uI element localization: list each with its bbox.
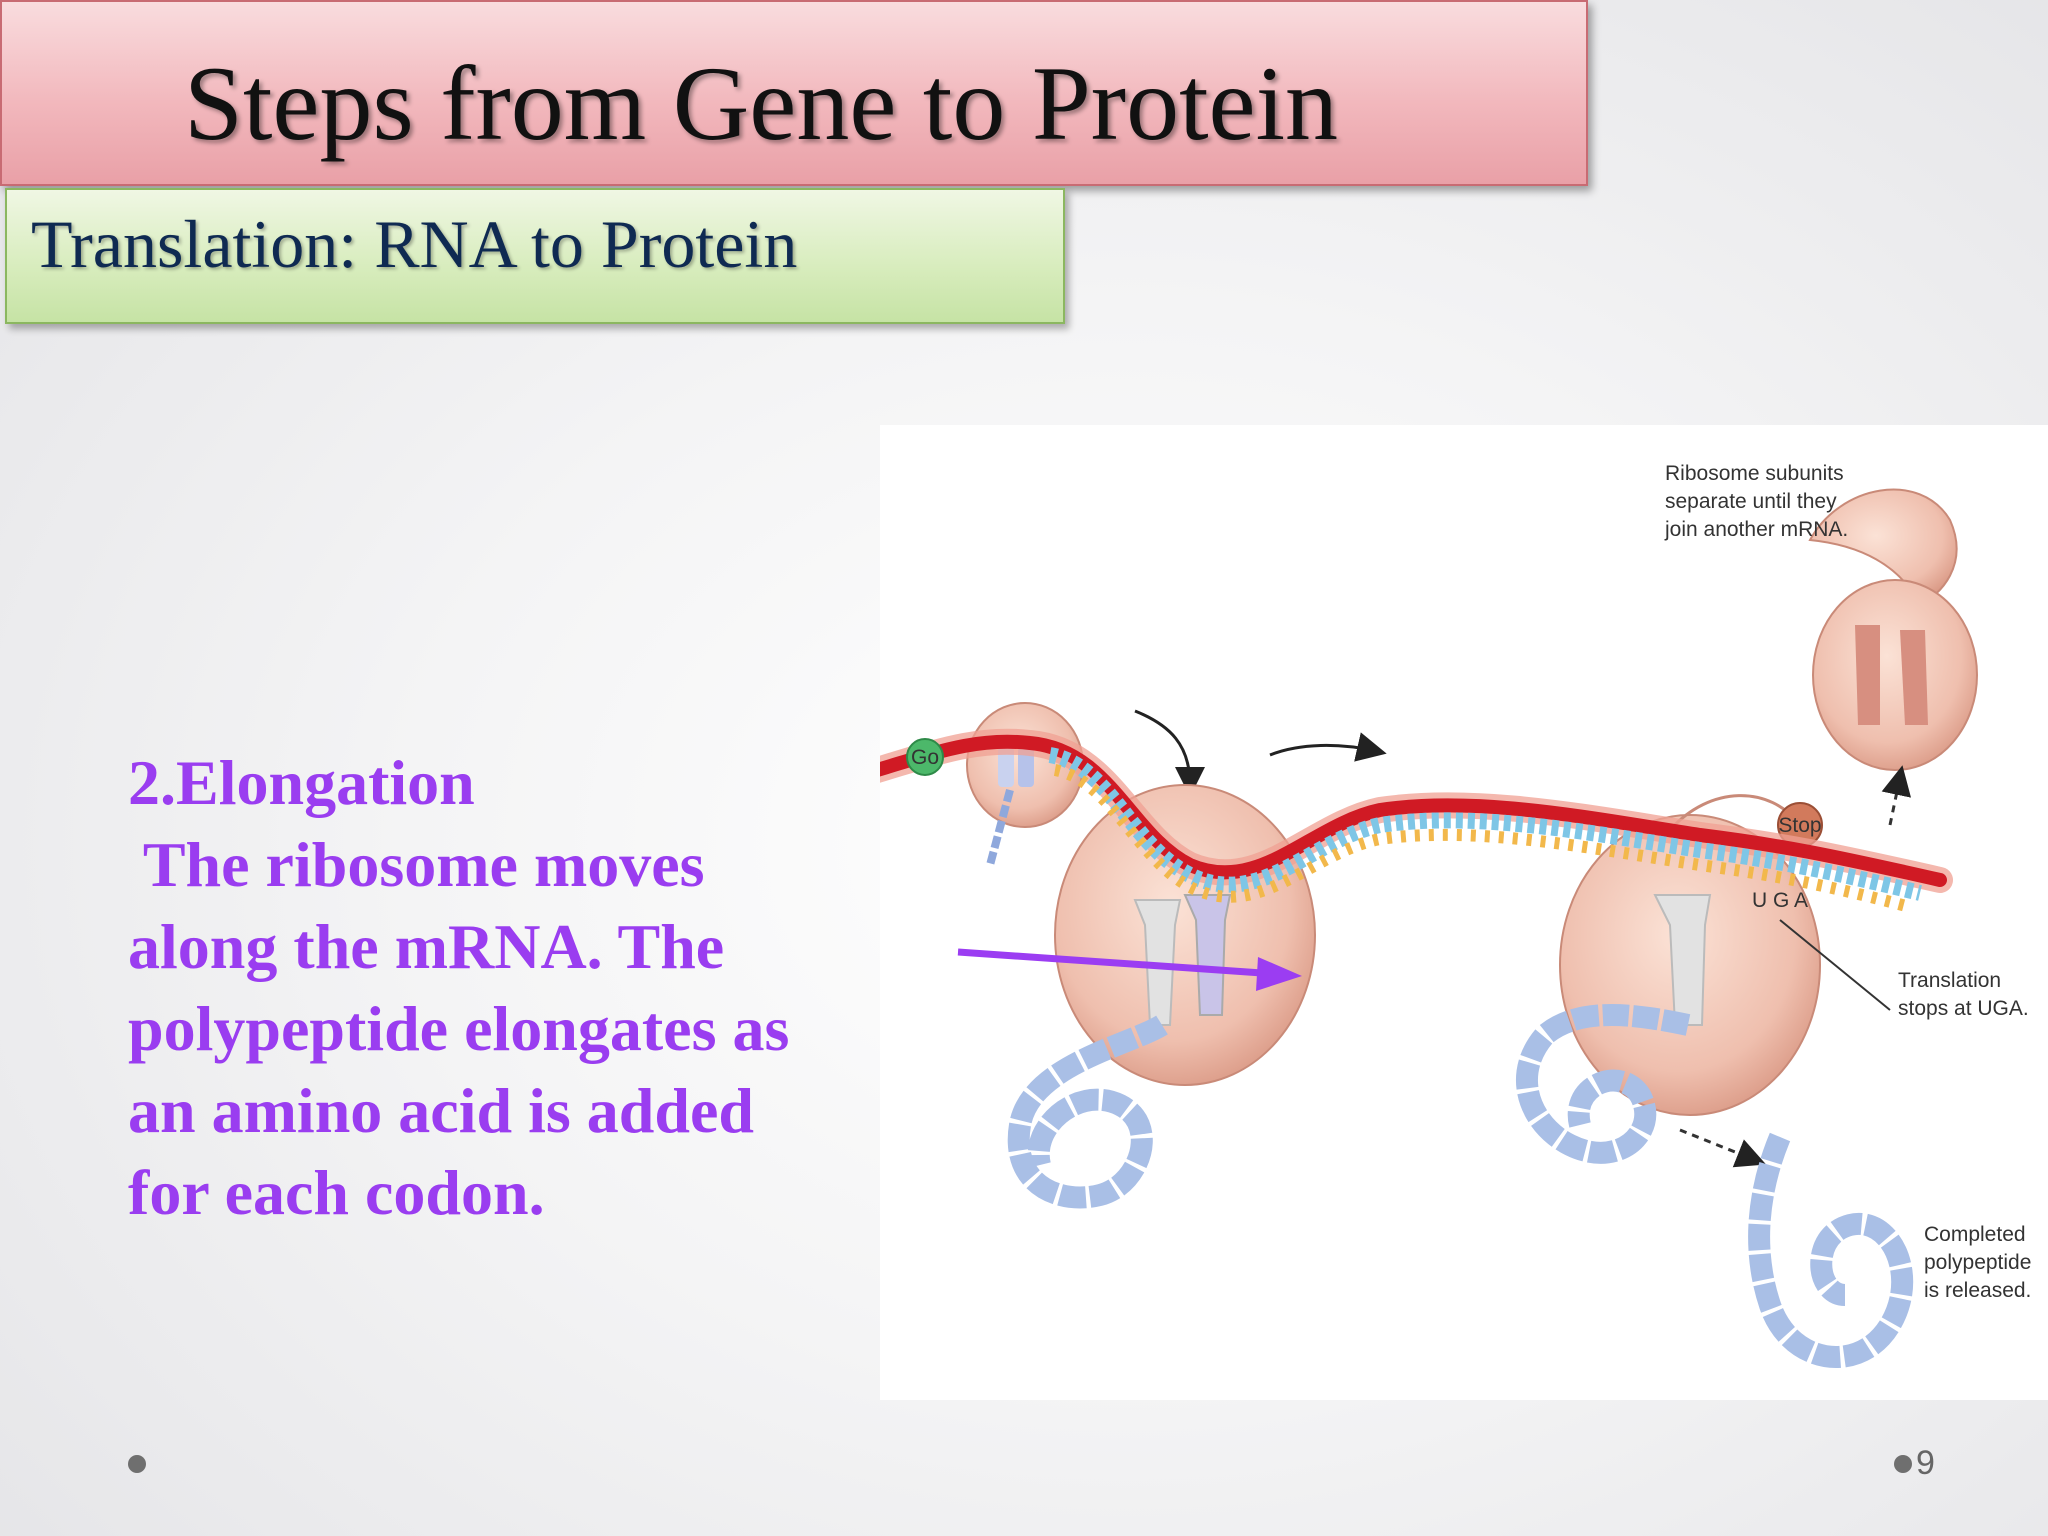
slide-subtitle: Translation: RNA to Protein	[31, 206, 798, 282]
svg-text:polypeptide: polypeptide	[1924, 1251, 2031, 1274]
ribosome-termination: Stop U G A	[1559, 794, 1891, 1116]
svg-text:Ribosome subunits: Ribosome subunits	[1665, 462, 1844, 485]
translation-figure: Stop U G A Go Ribosome subun	[880, 425, 2048, 1400]
label-subunits: Ribosome subunits separate until they jo…	[1664, 462, 1848, 541]
body-line: along the mRNA. The	[128, 911, 725, 982]
label-completed-polypeptide: Completed polypeptide is released.	[1924, 1223, 2031, 1302]
bullet-dot-right	[1894, 1455, 1912, 1473]
ribosome-subunits-separated	[1808, 488, 1978, 826]
svg-text:Translation: Translation	[1898, 969, 2001, 992]
label-translation-stops: Translation stops at UGA.	[1898, 969, 2029, 1020]
body-line: an amino acid is added	[128, 1075, 754, 1146]
polypeptide-chain-released	[1748, 1132, 1914, 1368]
svg-text:is released.: is released.	[1924, 1279, 2031, 1302]
go-label: Go	[911, 746, 939, 769]
body-line: The ribosome moves	[128, 829, 705, 900]
body-line: 2.Elongation	[128, 747, 475, 818]
polypeptide-chain-1	[1007, 1015, 1168, 1209]
page-number: 9	[1916, 1444, 1935, 1482]
go-badge: Go	[906, 738, 944, 776]
polypeptide-chain-2	[1516, 1004, 1767, 1168]
svg-text:stops at UGA.: stops at UGA.	[1898, 997, 2029, 1020]
body-text: 2.Elongation The ribosome moves along th…	[128, 742, 928, 1234]
title-banner: Steps from Gene to Protein	[0, 0, 1588, 186]
svg-text:join another mRNA.: join another mRNA.	[1664, 518, 1848, 541]
stop-label: Stop	[1778, 814, 1821, 837]
uga-codon-label: U G A	[1752, 889, 1808, 912]
slide-title: Steps from Gene to Protein	[184, 45, 1339, 162]
bullet-dot-left	[128, 1455, 146, 1473]
mrna-strand	[880, 728, 1953, 913]
body-line: polypeptide elongates as	[128, 993, 790, 1064]
svg-text:separate until they: separate until they	[1665, 490, 1837, 513]
body-line: for each codon.	[128, 1157, 545, 1228]
subtitle-banner: Translation: RNA to Protein	[5, 188, 1065, 324]
translation-illustration: Stop U G A Go Ribosome subun	[880, 462, 2031, 1368]
svg-text:Completed: Completed	[1924, 1223, 2026, 1246]
